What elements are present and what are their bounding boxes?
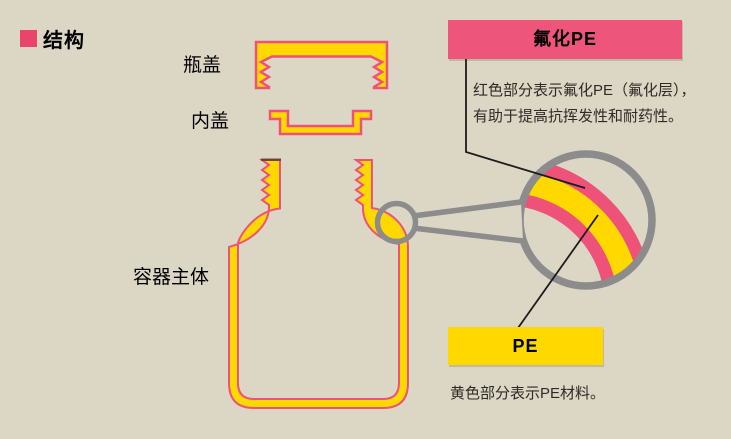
pe-banner: PE xyxy=(448,327,603,365)
label-bottle-cap: 瓶盖 xyxy=(183,55,222,76)
fluorinated-pe-banner: 氟化PE xyxy=(448,20,682,59)
fluorinated-pe-desc-line2: 有助于提高抗挥发性和耐药性。 xyxy=(473,108,684,125)
section-marker-square xyxy=(20,30,37,47)
container-body-shape xyxy=(228,159,409,409)
pe-leader-line xyxy=(517,214,599,329)
bottle-cap-shape xyxy=(254,40,389,90)
fluorinated-pe-leader-line xyxy=(465,58,586,189)
section-header: 结构 xyxy=(20,24,85,53)
label-inner-cap: 内盖 xyxy=(191,111,230,132)
neck-top-shadow xyxy=(261,158,281,161)
magnifier-wedge-lower-line xyxy=(412,225,524,244)
fluorinated-pe-desc-line1: 红色部分表示氟化PE（氟化层）， xyxy=(473,82,696,99)
magnifier-small-circle xyxy=(374,200,419,245)
inner-cap-shape xyxy=(268,109,373,136)
pe-desc: 黄色部分表示PE材料。 xyxy=(450,385,606,402)
section-title: 结构 xyxy=(43,30,85,52)
label-container-body: 容器主体 xyxy=(133,267,210,288)
magnifier-wedge-upper-line xyxy=(412,199,522,219)
